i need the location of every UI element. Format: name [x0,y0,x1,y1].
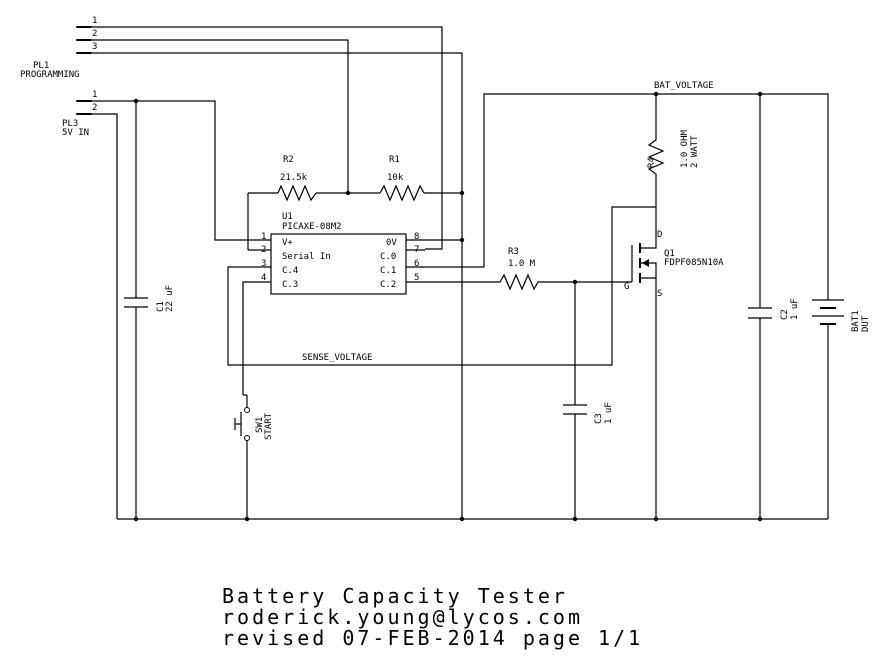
r3-value: 1.0 M [508,259,536,269]
u1-ref: U1 [282,212,293,222]
pl1-connector: 1 2 3 PL1 PROGRAMMING [20,16,97,80]
r1-ref: R1 [389,155,400,165]
sw1-value: START [264,412,274,440]
u1-pin-1-name: V+ [282,238,293,248]
u1-picaxe: U1 PICAXE-08M2 1 2 3 4 V+ Serial In C.4 … [248,212,425,295]
u1-pin-6-name: C.1 [380,266,396,276]
q1-source-label: S [657,289,662,299]
r4-resistor: R4 1.0 OHM 2 WATT [647,129,700,178]
c2-ref: C2 [780,309,790,320]
r3-ref: R3 [508,247,519,257]
bat1-value: DUT [861,315,871,332]
title-line-2: roderick.young@lycos.com [222,605,583,629]
c3-capacitor: C3 1 uF [563,402,614,424]
title-line-3: revised 07-FEB-2014 page 1/1 [222,626,643,650]
u1-pin-5-num: 5 [414,273,419,283]
q1-part: FDPF085N10A [664,258,724,268]
u1-pin-4-name: C.3 [282,280,298,290]
pl1-pin-3: 3 [92,42,97,52]
u1-pin-3-num: 3 [261,259,266,269]
c3-ref: C3 [594,413,604,424]
u1-pin-2-name: Serial In [282,252,331,262]
u1-pin-4-num: 4 [261,273,266,283]
pl3-pin-2: 2 [92,103,97,113]
pl1-pin-1: 1 [92,16,97,26]
r4-rating: 2 WATT [690,135,700,168]
sw1-ref: SW1 [255,417,265,433]
u1-pin-1-num: 1 [261,232,266,242]
pl3-ref: PL3 [62,119,78,129]
u1-pin-6-num: 6 [414,259,419,269]
wires [91,26,829,520]
pl3-pin-1: 1 [92,90,97,100]
r4-value: 1.0 OHM [680,129,690,168]
u1-part: PICAXE-08M2 [282,222,342,232]
pl1-label: PROGRAMMING [20,70,80,80]
u1-pin-5-name: C.2 [380,280,396,290]
q1-ref: Q1 [664,249,675,259]
q1-gate-label: G [624,282,629,292]
bat1-battery: BAT1 DUT [812,299,871,332]
c1-ref: C1 [156,301,166,312]
sw1-switch: SW1 START [234,394,274,441]
c2-capacitor: C2 1 uF [748,298,800,320]
c3-value: 1 uF [604,402,614,424]
net-label-sense-voltage: SENSE_VOLTAGE [302,353,372,363]
pl1-pin-2: 2 [92,29,97,39]
net-label-bat-voltage: BAT_VOLTAGE [654,81,714,91]
title-block: Battery Capacity Tester roderick.young@l… [222,584,643,650]
r3-resistor: R3 1.0 M [490,247,545,291]
pl1-ref: PL1 [33,61,49,71]
u1-pin-3-name: C.4 [282,266,298,276]
r2-value: 21.5k [280,173,308,183]
r1-value: 10k [387,173,404,183]
r4-ref: R4 [647,157,657,168]
u1-pin-8-name: 0V [386,238,397,248]
u1-pin-8-num: 8 [414,232,419,242]
q1-drain-label: D [657,230,662,240]
u1-pin-2-num: 2 [261,245,266,255]
title-line-1: Battery Capacity Tester [222,584,568,608]
u1-pin-7-name: C.0 [380,252,396,262]
u1-pin-7-num: 7 [414,245,419,255]
c2-value: 1 uF [790,298,800,320]
pl3-label: 5V IN [62,128,89,138]
c1-capacitor: C1 22 uF [124,285,175,312]
r2-resistor: R2 21.5k [277,155,317,202]
bat1-ref: BAT1 [851,310,861,332]
q1-mosfet: D G S Q1 FDPF085N10A [624,225,724,299]
r2-ref: R2 [283,155,294,165]
c1-value: 22 uF [165,285,175,312]
junction-dots [133,91,763,522]
pl3-connector: 1 2 PL3 5V IN [62,90,97,138]
r1-resistor: R1 10k [379,155,425,202]
